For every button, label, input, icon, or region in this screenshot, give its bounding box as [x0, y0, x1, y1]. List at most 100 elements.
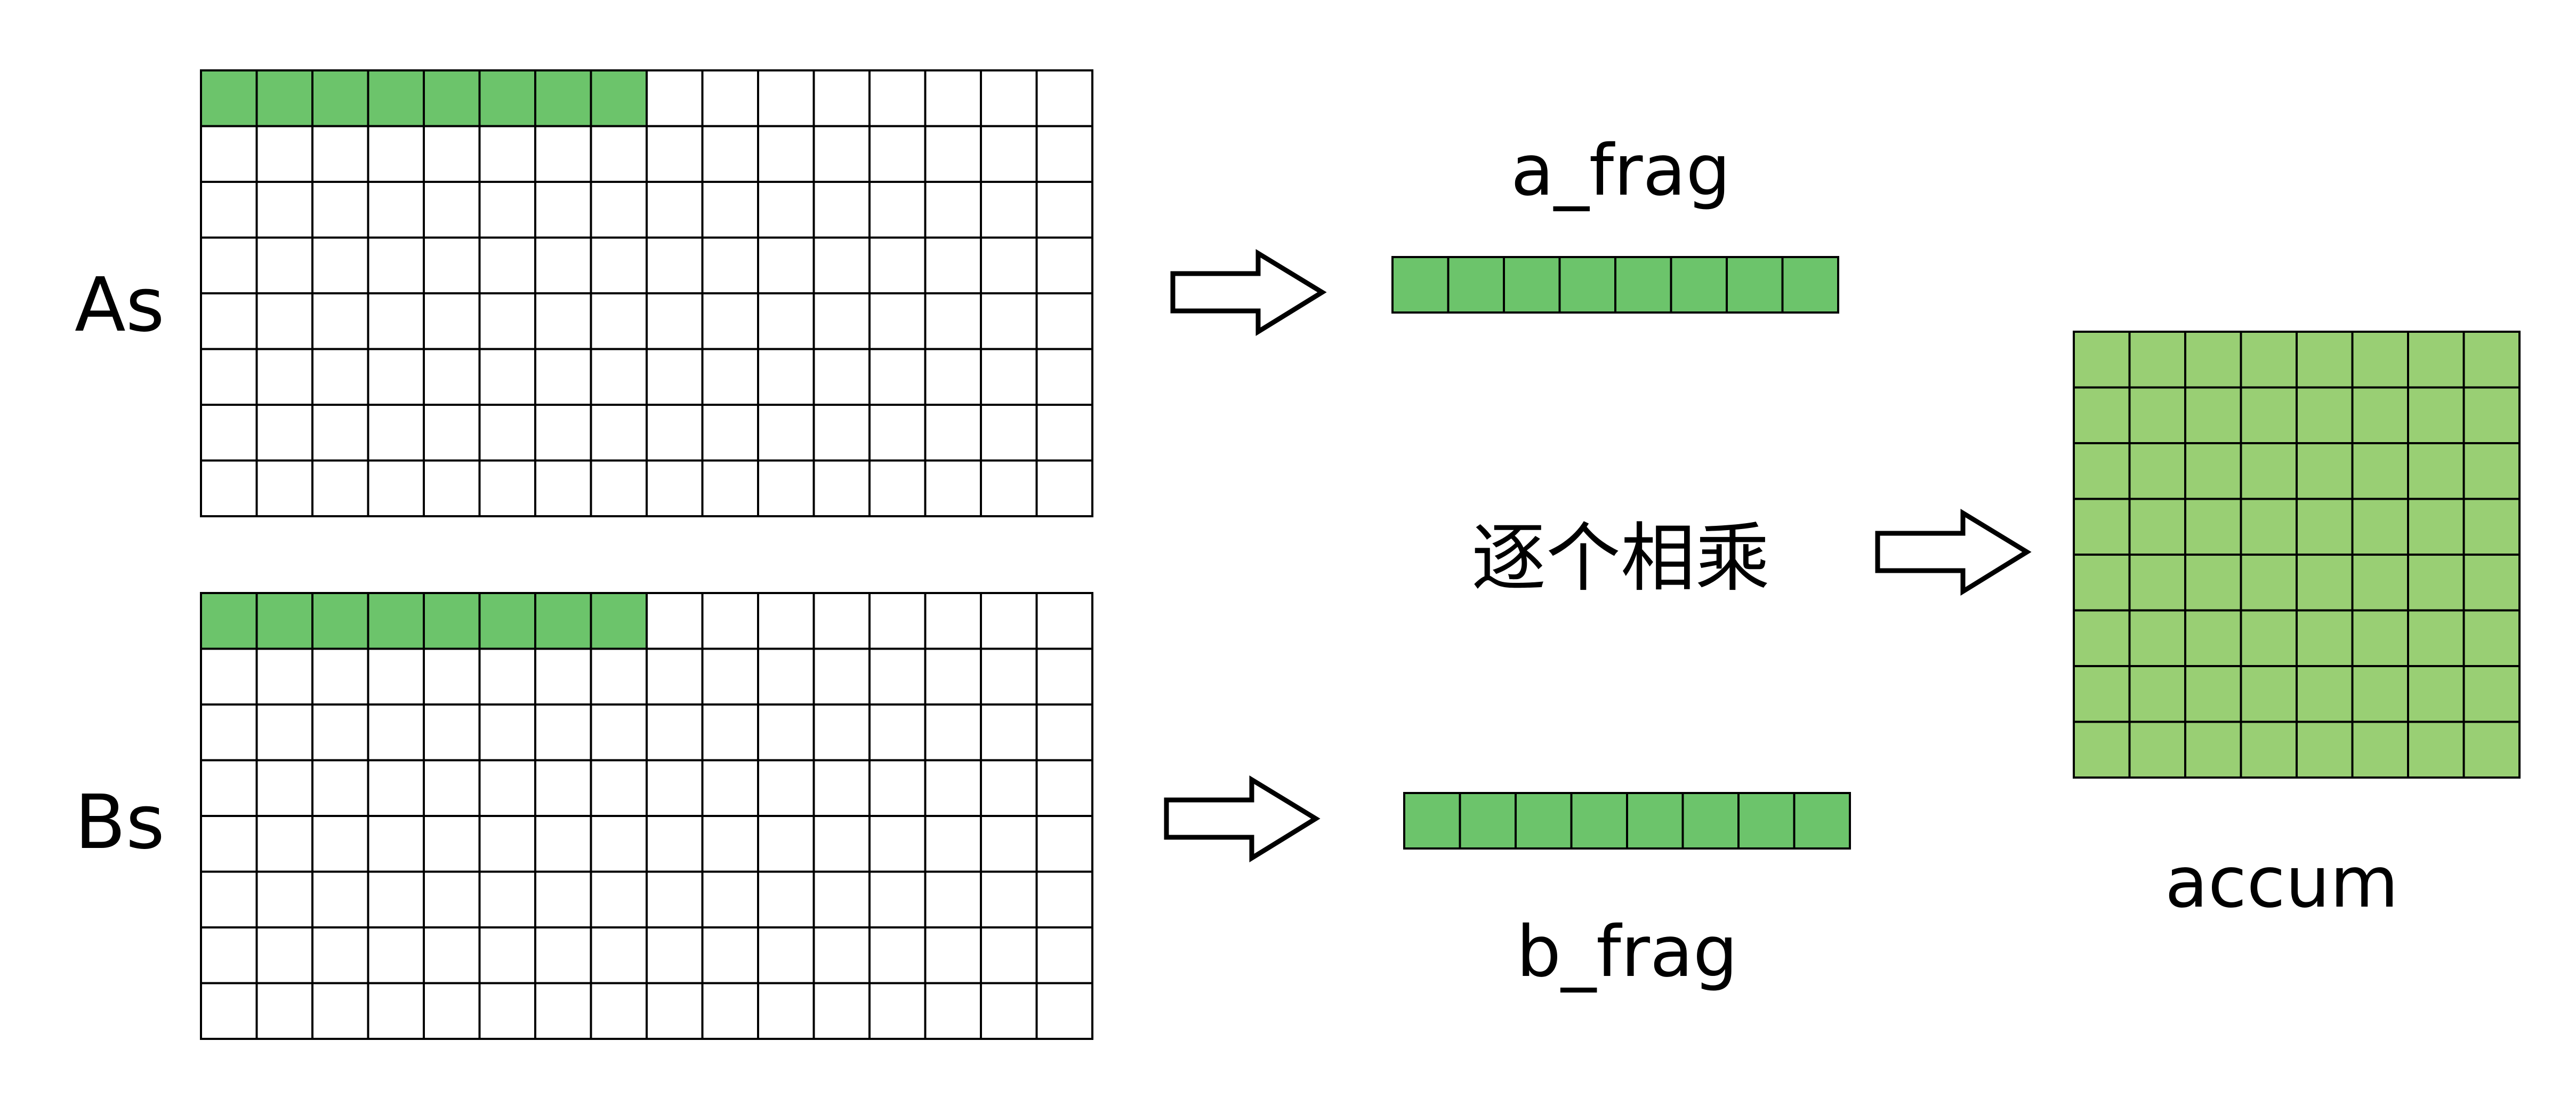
matrix-cell [980, 815, 1038, 873]
accum-cell [2073, 498, 2131, 556]
accum-cell [2128, 665, 2186, 723]
accum-cell [2407, 609, 2465, 667]
matrix-cell [1035, 759, 1093, 817]
accum-cell [2407, 554, 2465, 612]
accum-cell [2240, 386, 2298, 444]
matrix-cell [590, 125, 648, 183]
accum-cell [2128, 720, 2186, 779]
matrix-cell [423, 459, 481, 517]
matrix-cell [534, 69, 592, 127]
matrix-cell [367, 69, 425, 127]
accum-cell [2462, 386, 2521, 444]
matrix-cell [980, 647, 1038, 706]
matrix-cell [311, 926, 369, 984]
accum-cell [2296, 554, 2354, 612]
matrix-cell [980, 870, 1038, 928]
accum-cell [2184, 442, 2242, 500]
matrix-cell [534, 236, 592, 294]
accum-cell [2073, 665, 2131, 723]
matrix-cell [924, 404, 982, 462]
matrix-cell [478, 404, 536, 462]
matrix-cell [534, 348, 592, 406]
matrix-cell [757, 982, 815, 1040]
matrix-cell [423, 870, 481, 928]
matrix-cell [200, 982, 258, 1040]
matrix-cell [868, 236, 927, 294]
accum-cell [2240, 665, 2298, 723]
matrix-cell [924, 870, 982, 928]
as-matrix [200, 69, 1093, 517]
accum-cell [2240, 331, 2298, 389]
matrix-cell [646, 69, 704, 127]
matrix-cell [868, 759, 927, 817]
matrix-cell [924, 459, 982, 517]
matrix-cell [255, 69, 313, 127]
matrix-cell [924, 647, 982, 706]
matrix-cell [812, 759, 871, 817]
matrix-cell [812, 292, 871, 350]
b-frag-label: b_frag [1516, 911, 1737, 993]
matrix-cell [701, 759, 759, 817]
matrix-cell [812, 181, 871, 239]
matrix-cell [646, 404, 704, 462]
frag-cell [1670, 256, 1728, 314]
matrix-cell [311, 69, 369, 127]
matrix-cell [757, 348, 815, 406]
matrix-cell [534, 459, 592, 517]
matrix-cell [757, 759, 815, 817]
frag-cell [1459, 792, 1517, 850]
matrix-cell [534, 181, 592, 239]
matrix-cell [200, 236, 258, 294]
matrix-cell [701, 125, 759, 183]
matrix-cell [1035, 815, 1093, 873]
matrix-cell [757, 703, 815, 762]
matrix-cell [478, 181, 536, 239]
frag-cell [1793, 792, 1851, 850]
matrix-cell [423, 236, 481, 294]
matrix-cell [868, 870, 927, 928]
accum-cell [2184, 331, 2242, 389]
matrix-cell [478, 69, 536, 127]
a-frag-label: a_frag [1511, 130, 1730, 212]
accum-cell [2462, 442, 2521, 500]
matrix-cell [1035, 870, 1093, 928]
accum-cell [2184, 386, 2242, 444]
matrix-cell [311, 348, 369, 406]
matrix-cell [924, 69, 982, 127]
matrix-cell [757, 181, 815, 239]
matrix-cell [812, 592, 871, 650]
matrix-cell [423, 292, 481, 350]
matrix-cell [367, 181, 425, 239]
matrix-cell [701, 592, 759, 650]
matrix-cell [423, 592, 481, 650]
matrix-cell [478, 926, 536, 984]
matrix-cell [367, 870, 425, 928]
matrix-cell [924, 236, 982, 294]
matrix-cell [646, 592, 704, 650]
accum-cell [2128, 442, 2186, 500]
matrix-cell [701, 292, 759, 350]
accum-cell [2407, 442, 2465, 500]
matrix-cell [868, 69, 927, 127]
matrix-cell [590, 404, 648, 462]
matrix-cell [924, 926, 982, 984]
matrix-cell [200, 926, 258, 984]
matrix-cell [701, 982, 759, 1040]
matrix-cell [478, 348, 536, 406]
matrix-cell [200, 404, 258, 462]
matrix-cell [311, 815, 369, 873]
matrix-cell [812, 404, 871, 462]
arrow-right-icon [1875, 508, 2032, 596]
matrix-cell [924, 348, 982, 406]
frag-cell [1681, 792, 1740, 850]
matrix-cell [701, 236, 759, 294]
matrix-cell [812, 348, 871, 406]
accum-cell [2462, 331, 2521, 389]
bs-matrix [200, 592, 1093, 1040]
matrix-cell [757, 459, 815, 517]
matrix-cell [255, 292, 313, 350]
matrix-cell [980, 181, 1038, 239]
matrix-cell [255, 592, 313, 650]
matrix-cell [534, 292, 592, 350]
accum-cell [2407, 386, 2465, 444]
